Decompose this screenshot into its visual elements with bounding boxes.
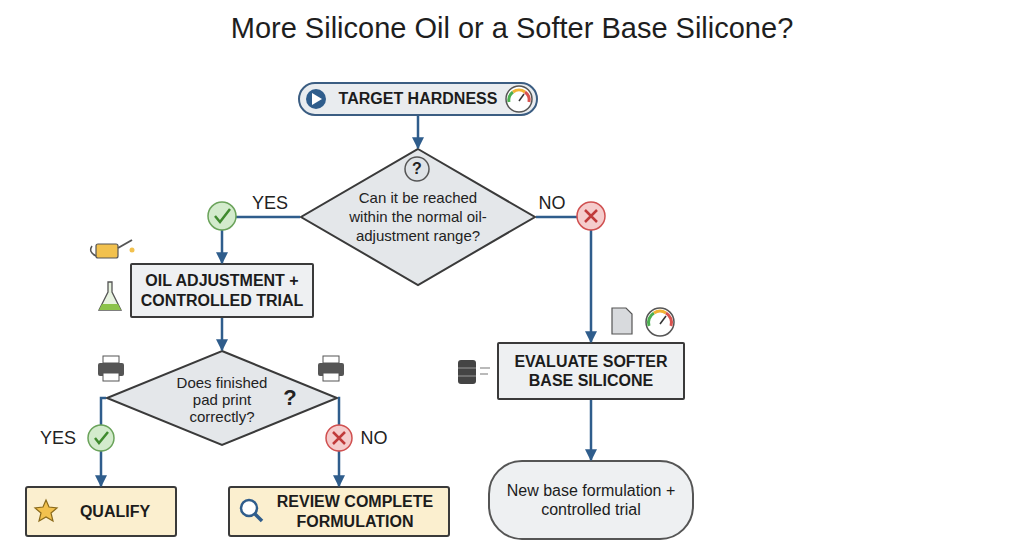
outcome-box: REVIEW COMPLETE FORMULATION [228, 486, 450, 537]
barrel-ring [458, 376, 476, 377]
node-text-group: REVIEW COMPLETE FORMULATION [270, 492, 440, 530]
oil-can-handle [91, 246, 96, 256]
edge-label: YES [252, 193, 288, 214]
gauge-red [666, 313, 672, 326]
node-text-group: TARGET HARDNESS [339, 89, 498, 108]
process-box: EVALUATE SOFTER BASE SILICONE [497, 342, 685, 400]
node-text: REVIEW COMPLETE FORMULATION [270, 492, 440, 530]
barrel-body [458, 360, 476, 384]
flow-arrow [590, 400, 593, 460]
barrel-ring [458, 368, 476, 369]
play-icon [306, 89, 326, 109]
flow-arrow [536, 217, 591, 342]
barrel-flow [480, 368, 490, 374]
terminal-box: New base formulation + controlled trial [488, 460, 694, 540]
printer-icon [98, 356, 124, 381]
cross-circle [326, 425, 352, 451]
cross-circle [577, 202, 605, 230]
gauge-needle [660, 316, 666, 324]
flow-arrow [417, 116, 420, 148]
printer-output [103, 373, 119, 381]
check-badge [208, 202, 236, 230]
edge-label: YES [40, 428, 76, 449]
diamond-shape [301, 149, 535, 285]
node-text-group: New base formulation + controlled trial [506, 481, 676, 519]
printer-paper [323, 356, 339, 363]
edge-label: NO [539, 193, 566, 214]
node-text: OIL ADJUSTMENT + CONTROLLED TRIAL [140, 271, 304, 309]
oil-can-spout [118, 240, 132, 248]
start-pill: TARGET HARDNESS [298, 82, 538, 116]
flask-liquid [99, 304, 121, 310]
cross-mark [333, 432, 345, 444]
magnifier-handle [255, 514, 262, 521]
gauge-yellow [654, 311, 666, 313]
node-text-group: OIL ADJUSTMENT + CONTROLLED TRIAL [140, 271, 304, 309]
cross-badge [326, 425, 352, 451]
node-text: Can it be reached within the normal oil-… [347, 188, 489, 245]
printer-output [323, 373, 339, 381]
node-text: New base formulation + controlled trial [506, 481, 676, 519]
document-sheet [612, 308, 632, 334]
check-circle [88, 425, 114, 451]
gauge-icon [646, 308, 674, 336]
star-icon [35, 500, 57, 521]
gauge-icon [506, 86, 532, 112]
question-circle [405, 157, 429, 181]
node-text: QUALIFY [80, 502, 150, 521]
oil-can-body [96, 244, 118, 258]
cross-badge [577, 202, 605, 230]
process-box: OIL ADJUSTMENT + CONTROLLED TRIAL [130, 263, 314, 318]
magnifier-icon [241, 500, 262, 521]
question-mark: ? [283, 385, 296, 411]
cross-mark [585, 210, 597, 222]
node-text: TARGET HARDNESS [339, 89, 498, 108]
node-text: EVALUATE SOFTER BASE SILICONE [507, 352, 675, 390]
magnifier-lens [241, 500, 257, 516]
edge-label: NO [361, 428, 388, 449]
check-badge [88, 425, 114, 451]
play-triangle [312, 93, 322, 105]
oil-can-icon [91, 240, 135, 258]
gauge-green [509, 92, 513, 102]
diamond-shape [107, 351, 337, 445]
gauge-red [525, 92, 529, 102]
check-circle [208, 202, 236, 230]
oil-drop [130, 248, 135, 253]
node-text: Does finished pad print correctly? [162, 374, 282, 425]
diagram-title: More Silicone Oil or a Softer Base Silic… [0, 12, 1024, 45]
node-text-group: Can it be reached within the normal oil-… [347, 188, 489, 245]
node-text-group: EVALUATE SOFTER BASE SILICONE [507, 352, 675, 390]
gauge-needle [519, 94, 524, 101]
check-mark [95, 432, 108, 443]
node-text-group: QUALIFY [80, 502, 150, 521]
gauge-dial [506, 86, 532, 112]
question-mark: ? [412, 160, 422, 178]
gauge-yellow [513, 90, 525, 92]
decision-diamond: Does finished pad print correctly? [106, 350, 338, 446]
play-circle [306, 89, 326, 109]
flask-outline [99, 282, 121, 310]
flow-arrow [221, 318, 224, 350]
check-mark [215, 209, 230, 222]
gauge-dial [646, 308, 674, 336]
barrel-icon [458, 360, 490, 384]
printer-paper [103, 356, 119, 363]
node-text-group: Does finished pad print correctly? [162, 374, 282, 425]
gauge-green [648, 313, 654, 326]
document-icon [612, 308, 632, 334]
flask-icon [99, 282, 121, 310]
printer-icon [318, 356, 344, 381]
